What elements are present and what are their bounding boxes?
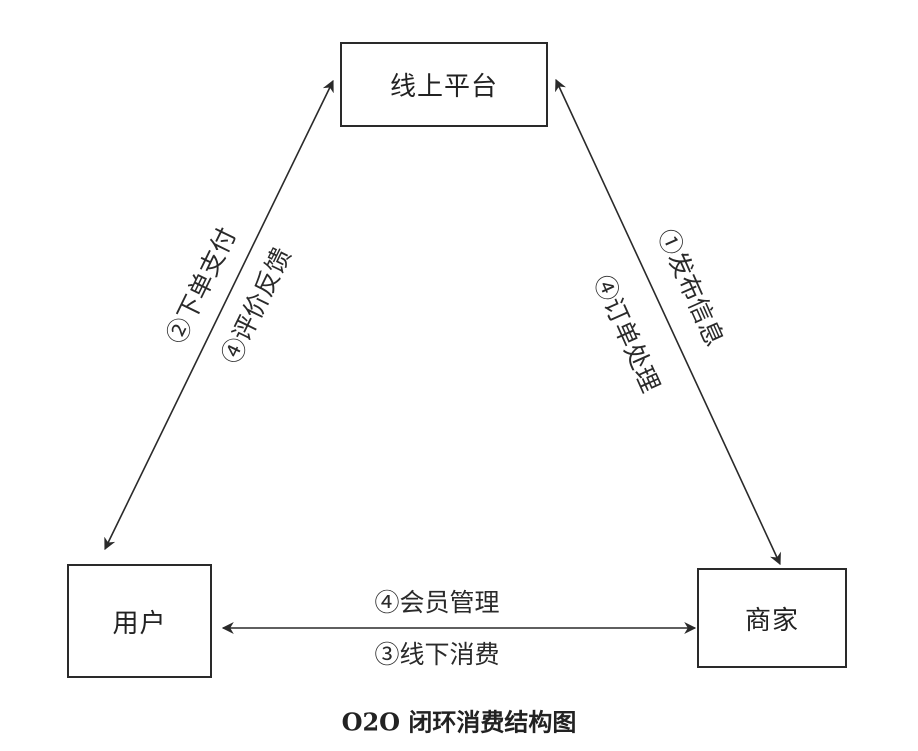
edge-platform-merchant [555,78,781,566]
node-online-platform: 线上平台 [340,42,548,127]
node-online-platform-label: 线上平台 [389,72,498,102]
node-merchant: 商家 [697,568,847,668]
diagram-caption: O2O 闭环消费结构图 [341,707,577,737]
node-user: 用户 [67,564,212,678]
edge-user-platform [104,79,334,551]
edge-label-offline-consumption: ③线下消费 [374,640,500,669]
edge-label-member-management: ④会员管理 [374,588,500,617]
node-merchant-label: 商家 [744,605,799,636]
node-user-label: 用户 [112,608,167,639]
